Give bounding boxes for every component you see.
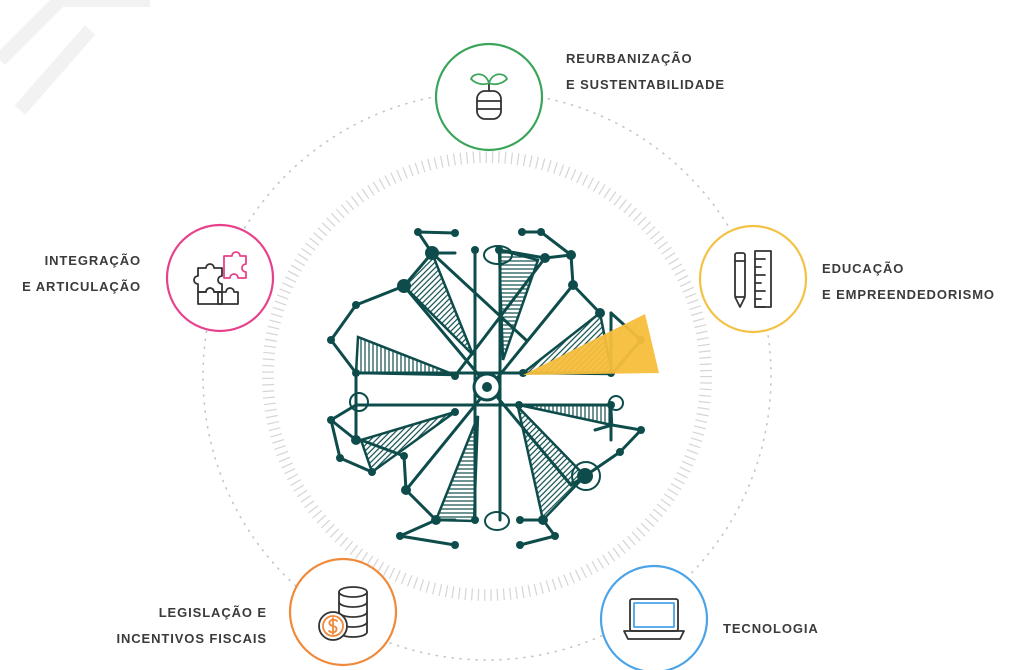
emblem-node bbox=[327, 336, 335, 344]
emblem-node bbox=[351, 435, 361, 445]
emblem-node bbox=[414, 228, 422, 236]
emblem-node bbox=[396, 532, 404, 540]
emblem-node bbox=[551, 532, 559, 540]
emblem-node bbox=[368, 468, 376, 476]
emblem-ring bbox=[484, 511, 510, 531]
emblem-node bbox=[451, 229, 459, 237]
emblem-node bbox=[495, 246, 503, 254]
emblem-node bbox=[336, 454, 344, 462]
plant-icon bbox=[470, 73, 508, 120]
emblem-hub-dot bbox=[482, 382, 492, 392]
pillar-circle bbox=[599, 564, 709, 670]
pillar-circle bbox=[165, 223, 275, 333]
emblem-ring bbox=[608, 395, 624, 411]
emblem-node bbox=[516, 541, 524, 549]
central-emblem bbox=[327, 228, 645, 549]
label-tecnologia: TECNOLOGIA bbox=[723, 621, 819, 636]
emblem-node bbox=[515, 401, 523, 409]
emblem-node bbox=[471, 246, 479, 254]
emblem-blade bbox=[354, 335, 456, 377]
emblem-node bbox=[327, 416, 335, 424]
emblem-node bbox=[577, 468, 593, 484]
emblem-node bbox=[352, 301, 360, 309]
emblem-blade bbox=[518, 403, 614, 427]
emblem-blade bbox=[359, 410, 456, 475]
emblem-node bbox=[400, 452, 408, 460]
emblem-node bbox=[566, 250, 576, 260]
emblem-node bbox=[431, 515, 441, 525]
emblem-blade bbox=[497, 248, 540, 361]
emblem-blade bbox=[402, 250, 475, 356]
emblem-node bbox=[471, 516, 479, 524]
pillar-circle bbox=[698, 224, 808, 334]
pillar-reurbanizacao bbox=[434, 42, 544, 152]
puzzle-icon bbox=[193, 251, 247, 305]
accent-wedge bbox=[523, 314, 659, 375]
pillar-legislacao bbox=[288, 557, 398, 667]
emblem-blade bbox=[515, 402, 587, 523]
emblem-blade bbox=[434, 415, 480, 523]
emblem-node bbox=[516, 516, 524, 524]
emblem-node bbox=[538, 515, 548, 525]
emblem-node bbox=[451, 408, 459, 416]
coins-icon bbox=[318, 586, 368, 641]
background-watermark bbox=[0, 0, 150, 115]
emblem-node bbox=[537, 228, 545, 236]
emblem-node bbox=[595, 308, 605, 318]
pillar-circle bbox=[288, 557, 398, 667]
emblem-node bbox=[518, 228, 526, 236]
pillar-tecnologia bbox=[599, 564, 709, 670]
emblem-node bbox=[425, 246, 439, 260]
pillar-educacao bbox=[698, 224, 808, 334]
emblem-node bbox=[352, 369, 360, 377]
emblem-node bbox=[451, 372, 459, 380]
emblem-node bbox=[397, 279, 411, 293]
emblem-node bbox=[519, 369, 527, 377]
emblem-ring bbox=[483, 245, 513, 265]
pillar-circle bbox=[434, 42, 544, 152]
emblem-node bbox=[451, 541, 459, 549]
emblem-node bbox=[616, 448, 624, 456]
emblem-node bbox=[540, 253, 550, 263]
tick-ring bbox=[262, 151, 712, 601]
emblem-ring bbox=[349, 392, 369, 412]
pillar-integracao bbox=[165, 223, 275, 333]
emblem-ring bbox=[571, 461, 601, 491]
pencil-ruler-icon bbox=[734, 250, 772, 308]
emblem-node bbox=[401, 485, 411, 495]
laptop-icon bbox=[623, 598, 685, 640]
emblem-node bbox=[568, 280, 578, 290]
emblem-node bbox=[637, 426, 645, 434]
